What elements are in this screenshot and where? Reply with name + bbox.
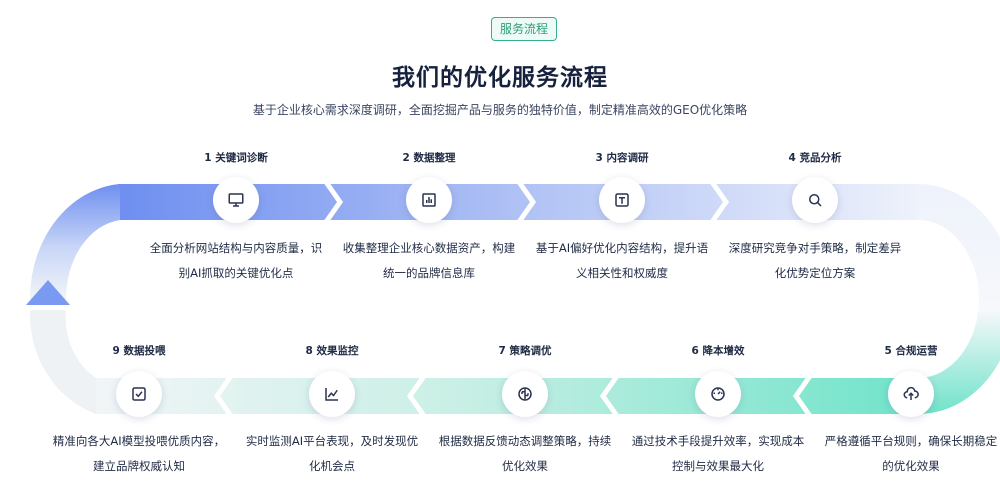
page-subtitle: 基于企业核心需求深度调研，全面挖掘产品与服务的独特价值，制定精准高效的GEO优化… bbox=[252, 103, 748, 117]
step-9-circle bbox=[116, 371, 162, 417]
step-7-circle bbox=[502, 371, 548, 417]
step-6-desc: 通过技术手段提升效率，实现成本控制与效果最大化 bbox=[631, 434, 805, 473]
step-4-desc: 深度研究竞争对手策略，制定差异化优势定位方案 bbox=[728, 241, 902, 280]
left-arrow-head bbox=[26, 280, 70, 305]
section-badge: 服务流程 bbox=[491, 17, 557, 41]
step-8-label: 8 效果监控 bbox=[305, 345, 359, 357]
step-5-label: 5 合规运营 bbox=[884, 345, 938, 357]
monitor-icon bbox=[228, 193, 244, 207]
step-5-circle bbox=[888, 371, 934, 417]
left-bend-upper bbox=[29, 184, 120, 300]
step-3-circle bbox=[599, 177, 645, 223]
step-7-label: 7 策略调优 bbox=[498, 345, 552, 357]
gauge-icon bbox=[711, 387, 725, 401]
step-9-label: 9 数据投喂 bbox=[112, 345, 166, 357]
step-1-label: 1 关键词诊断 bbox=[204, 152, 268, 164]
step-9-desc: 精准向各大AI模型投喂优质内容，建立品牌权威认知 bbox=[52, 434, 226, 473]
step-1-circle bbox=[213, 177, 259, 223]
step-5-desc: 严格遵循平台规则，确保长期稳定的优化效果 bbox=[824, 434, 998, 473]
page-title: 我们的优化服务流程 bbox=[392, 65, 608, 91]
bar-chart-icon bbox=[422, 193, 436, 207]
checkbox-icon bbox=[132, 387, 146, 401]
step-2-label: 2 数据整理 bbox=[402, 152, 456, 164]
step-6-label: 6 降本增效 bbox=[691, 345, 745, 357]
step-3-label: 3 内容调研 bbox=[595, 152, 649, 164]
step-4-circle bbox=[792, 177, 838, 223]
chevron-separators bbox=[213, 180, 813, 418]
step-1-desc: 全面分析网站结构与内容质量，识别AI抓取的关键优化点 bbox=[149, 241, 323, 280]
step-2-circle bbox=[406, 177, 452, 223]
step-7-desc: 根据数据反馈动态调整策略，持续优化效果 bbox=[438, 434, 612, 473]
right-bend bbox=[918, 184, 1000, 414]
text-icon bbox=[615, 193, 629, 207]
step-2-desc: 收集整理企业核心数据资产，构建统一的品牌信息库 bbox=[342, 241, 516, 280]
step-8-desc: 实时监测AI平台表现，及时发现优化机会点 bbox=[245, 434, 419, 473]
step-6-circle bbox=[695, 371, 741, 417]
line-chart-icon bbox=[325, 388, 338, 401]
step-8-circle bbox=[309, 371, 355, 417]
search-icon bbox=[809, 194, 822, 207]
step-4-label: 4 竞品分析 bbox=[788, 152, 842, 164]
step-3-desc: 基于AI偏好优化内容结构，提升语义相关性和权威度 bbox=[535, 241, 709, 280]
cloud-upload-icon bbox=[903, 386, 919, 400]
brain-icon bbox=[518, 387, 532, 401]
left-bend-lower bbox=[29, 310, 96, 414]
